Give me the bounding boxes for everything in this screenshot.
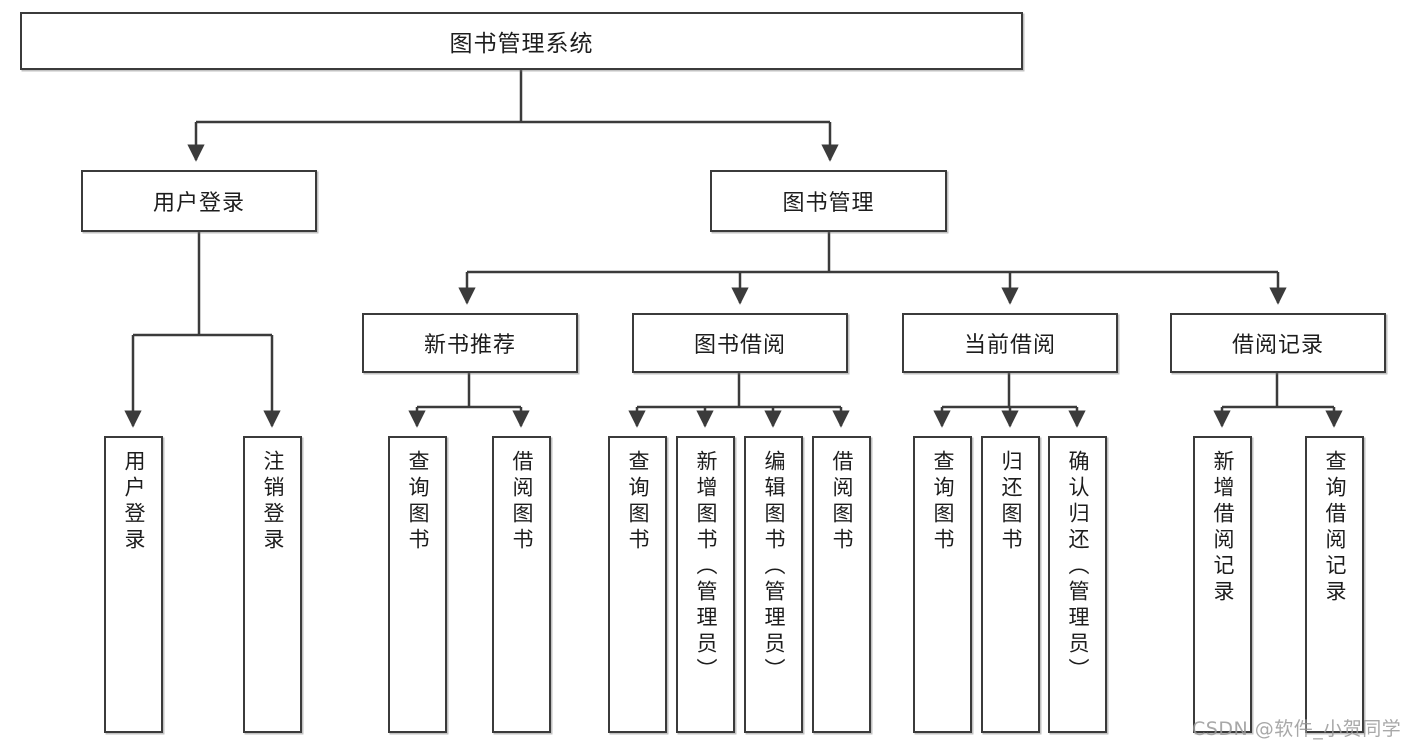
node-user-login[interactable]: 用户登录: [81, 170, 317, 232]
node-leaf-borrow-book-2[interactable]: 借阅图书: [812, 436, 871, 733]
node-leaf-logout-login[interactable]: 注销登录: [243, 436, 302, 733]
node-leaf-query-record-label: 查询借阅记录: [1323, 450, 1347, 606]
node-leaf-add-record-label: 新增借阅记录: [1211, 450, 1235, 606]
node-leaf-confirm-return-label: 确认归还（管理员）: [1066, 450, 1090, 684]
node-leaf-return-book-label: 归还图书: [999, 450, 1023, 554]
node-leaf-return-book[interactable]: 归还图书: [981, 436, 1040, 733]
node-leaf-query-book-1-label: 查询图书: [406, 450, 430, 554]
node-root[interactable]: 图书管理系统: [20, 12, 1023, 70]
node-current-borrow-label: 当前借阅: [963, 333, 1056, 358]
node-leaf-edit-book[interactable]: 编辑图书（管理员）: [744, 436, 803, 733]
node-leaf-logout-login-label: 注销登录: [261, 450, 285, 554]
node-current-borrow[interactable]: 当前借阅: [902, 313, 1118, 373]
csdn-watermark: CSDN @软件_小贺同学: [1192, 718, 1402, 740]
node-book-borrow[interactable]: 图书借阅: [632, 313, 848, 373]
node-book-borrow-label: 图书借阅: [693, 333, 786, 358]
node-book-manage[interactable]: 图书管理: [710, 170, 947, 232]
node-leaf-add-book-label: 新增图书（管理员）: [694, 450, 718, 684]
node-leaf-user-login[interactable]: 用户登录: [104, 436, 163, 733]
node-leaf-query-book-3-label: 查询图书: [931, 450, 955, 554]
node-leaf-borrow-book-1-label: 借阅图书: [510, 450, 534, 554]
node-leaf-query-record[interactable]: 查询借阅记录: [1305, 436, 1364, 733]
node-borrow-record-label: 借阅记录: [1231, 333, 1324, 358]
node-leaf-edit-book-label: 编辑图书（管理员）: [762, 450, 786, 684]
node-leaf-query-book-2-label: 查询图书: [626, 450, 650, 554]
node-root-label: 图书管理系统: [449, 31, 594, 57]
node-leaf-add-record[interactable]: 新增借阅记录: [1193, 436, 1252, 733]
node-leaf-borrow-book-2-label: 借阅图书: [830, 450, 854, 554]
node-borrow-record[interactable]: 借阅记录: [1170, 313, 1386, 373]
node-leaf-borrow-book-1[interactable]: 借阅图书: [492, 436, 551, 733]
node-leaf-query-book-3[interactable]: 查询图书: [913, 436, 972, 733]
node-leaf-add-book[interactable]: 新增图书（管理员）: [676, 436, 735, 733]
node-book-manage-label: 图书管理: [782, 191, 875, 216]
node-user-login-label: 用户登录: [152, 191, 245, 216]
node-new-book-rec[interactable]: 新书推荐: [362, 313, 578, 373]
node-leaf-query-book-2[interactable]: 查询图书: [608, 436, 667, 733]
node-leaf-query-book-1[interactable]: 查询图书: [388, 436, 447, 733]
node-new-book-rec-label: 新书推荐: [423, 333, 516, 358]
node-leaf-user-login-label: 用户登录: [122, 450, 146, 554]
node-leaf-confirm-return[interactable]: 确认归还（管理员）: [1048, 436, 1107, 733]
